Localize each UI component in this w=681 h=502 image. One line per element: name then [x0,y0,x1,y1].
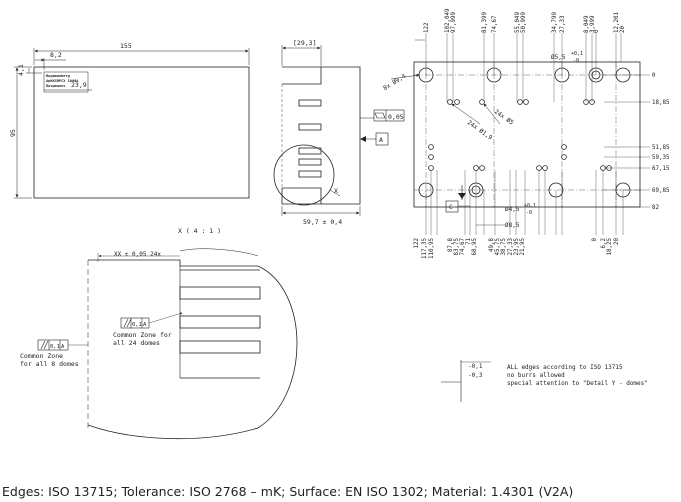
top-dim-3: 81,399 [482,12,488,33]
bottom-dim-13: 21,95 [520,237,526,255]
datum-a-label: A [379,136,383,144]
small-holes [428,99,612,171]
bottom-dim-10: 38,75 [501,237,507,255]
fcf-mid-value: 0,1 [132,322,142,328]
dim-label-offset-y: 4,1 [17,64,25,76]
top-dim-8: 27,33 [560,15,566,33]
detail-dim: XX ± 0,05 24x [114,251,161,258]
label-line-2: ApKKSRPCX 1000A [46,79,79,83]
bottom-dim-1: 117,35 [422,238,428,259]
bottom-dim-5: 74,67 [460,237,466,255]
note-hole-large: 8x Ø9,4 [382,73,407,93]
right-dim-5: 69,85 [652,188,670,194]
bottom-dim-4: 83,75 [454,237,460,255]
fcf-mid-note-2: all 24 domes [113,339,160,347]
datum-c-label: C [449,204,453,211]
right-dim-4: 67,15 [652,166,670,172]
fcf-left-note-2: for all 8 domes [20,360,79,368]
bottom-dim-8: 49,8 [489,237,495,251]
edge-symbol [441,360,491,402]
top-dim-9: 8,049 [584,15,590,33]
right-dim-2: 51,85 [652,145,670,151]
detail-view [37,248,298,440]
detail-title: X ( 4 : 1 ) [178,227,221,235]
label-line-1: Ruppmanberg [46,74,70,78]
right-dim-3: 59,35 [652,155,670,161]
edge-lower: -0,3 [468,372,483,379]
note-line-2: no burrs allowed [507,372,565,379]
bottom-dim-11: 27,33 [508,237,514,255]
fcf-left-value: 0,1 [50,344,60,350]
top-dim-7: 34,799 [552,12,558,33]
dim-length: 59,7 ± 0,4 [303,218,342,226]
top-dim-12: 12,201 [614,12,620,33]
top-dim-5: 55,049 [515,12,521,33]
note-dome: 24x Ø5 [493,108,515,126]
fcf-mid-datum: A [143,322,147,328]
note-hole-small: 24x Ø1,9 [466,119,494,142]
large-holes [418,67,631,198]
plate-outline-top [413,61,641,208]
bottom-dim-0: 122 [414,238,420,248]
dim-width: 155 [120,42,132,50]
bottom-dim-2: 110,95 [429,238,435,259]
front-view [14,48,250,199]
plate-outline-front [33,66,250,199]
tol-bottom: +0,1 [524,203,536,209]
top-dim-2: 97,999 [451,12,457,33]
note-line-3: special attention to "Detail Y - domes" [507,380,648,387]
right-dim-0: 0 [652,73,656,79]
top-dim-10: 3,999 [590,15,596,33]
top-dim-4: 74,67 [492,15,498,33]
note-line-1: ALL edges according to ISO 13715 [507,364,623,371]
label-area [43,71,89,93]
technical-drawing: 155 8,2 95 4,1 23,9 Ruppmanberg ApKKSRPC… [9,8,670,440]
note-dia-bottom: Ø4,5 [505,206,520,213]
top-dim-13: 20 [620,26,626,33]
bottom-dim-16: 18,25 [607,237,613,255]
note-dia-top: Ø5,5 [551,54,566,61]
dim-height: 95 [9,129,17,137]
side-profile [282,66,322,85]
detail-x-circle [273,144,335,206]
bottom-dim-14: 0 [592,238,598,242]
bottom-dim-9: 45,75 [495,237,501,255]
tol-bottom-low: -0 [526,210,532,216]
bottom-dim-15: 6,2 [601,238,607,248]
bottom-dim-7: 68,95 [472,237,478,255]
fcf-left-datum: A [61,344,65,350]
bottom-dim-6: 71 [466,237,472,244]
drawing-caption: Edges: ISO 13715; Tolerance: ISO 2768 – … [2,484,574,499]
dim-label-width: 23,9 [71,81,87,89]
dim-label-offset-x: 8,2 [50,51,62,59]
dim-depth: [29,3] [293,39,316,47]
top-dim-6: 50,999 [521,12,527,33]
bottom-dim-3: 87,8 [448,237,454,251]
tol-top-low: -0 [573,58,579,64]
bottom-dim-12: 23,95 [514,237,520,255]
label-line-3: Ruspmanns [46,84,65,88]
fcf-left-note-1: Common Zone [20,352,63,360]
top-dim-11: 0 [594,29,600,33]
note-dia-bottom2: Ø8,5 [505,222,520,229]
top-view [390,33,650,235]
right-dim-1: 18,85 [652,100,670,106]
top-dim-0: 122 [424,23,430,33]
flatness-value: 0,05 [388,113,404,121]
right-dim-6: 82 [652,205,659,211]
detail-outline [87,259,298,440]
detail-x-label: X [334,187,338,195]
side-view [273,45,405,216]
flatness-frame [373,109,405,122]
top-dim-1: 102,049 [445,8,451,33]
edge-upper: -0,1 [468,363,483,370]
bottom-dim-17: 20 [614,237,620,244]
tol-top: +0,1 [571,51,583,57]
fcf-mid-note-1: Common Zone for [113,331,172,339]
